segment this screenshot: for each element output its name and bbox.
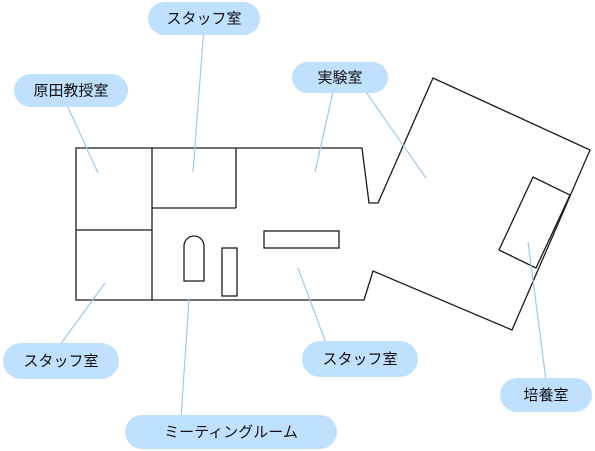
label-staff-room-center-text: スタッフ室 [322, 350, 397, 368]
culture-room-area [498, 176, 571, 269]
label-culture-room: 培養室 [500, 378, 592, 412]
leader-staff-room-left [59, 282, 106, 346]
label-staff-room-top: スタッフ室 [148, 2, 260, 35]
rounded-fixture [183, 235, 205, 282]
leader-harada-professor-room [66, 104, 99, 174]
cabinet [221, 247, 238, 297]
leader-lab-2 [365, 91, 427, 179]
label-staff-room-top-text: スタッフ室 [166, 10, 241, 28]
label-lab: 実験室 [292, 62, 388, 93]
outer-wall [75, 77, 591, 331]
leader-lab-1 [314, 91, 334, 173]
interior-objects [183, 176, 571, 297]
leader-staff-room-top [192, 26, 205, 173]
label-staff-room-center: スタッフ室 [302, 341, 418, 377]
label-meeting-room: ミーティングルーム [125, 415, 337, 449]
label-staff-room-left-text: スタッフ室 [23, 352, 98, 370]
leader-culture-room [527, 241, 547, 381]
label-meeting-room-text: ミーティングルーム [164, 423, 298, 441]
lab-bench [263, 230, 340, 249]
leader-meeting-room [180, 297, 190, 419]
label-harada-professor-room-text: 原田教授室 [33, 82, 108, 100]
leader-lines [59, 26, 547, 419]
building-walls [75, 77, 591, 331]
label-lab-text: 実験室 [317, 69, 362, 87]
leader-staff-room-center [297, 267, 327, 344]
label-culture-room-text: 培養室 [523, 386, 568, 404]
label-harada-professor-room: 原田教授室 [14, 74, 128, 107]
label-staff-room-left: スタッフ室 [3, 343, 119, 379]
